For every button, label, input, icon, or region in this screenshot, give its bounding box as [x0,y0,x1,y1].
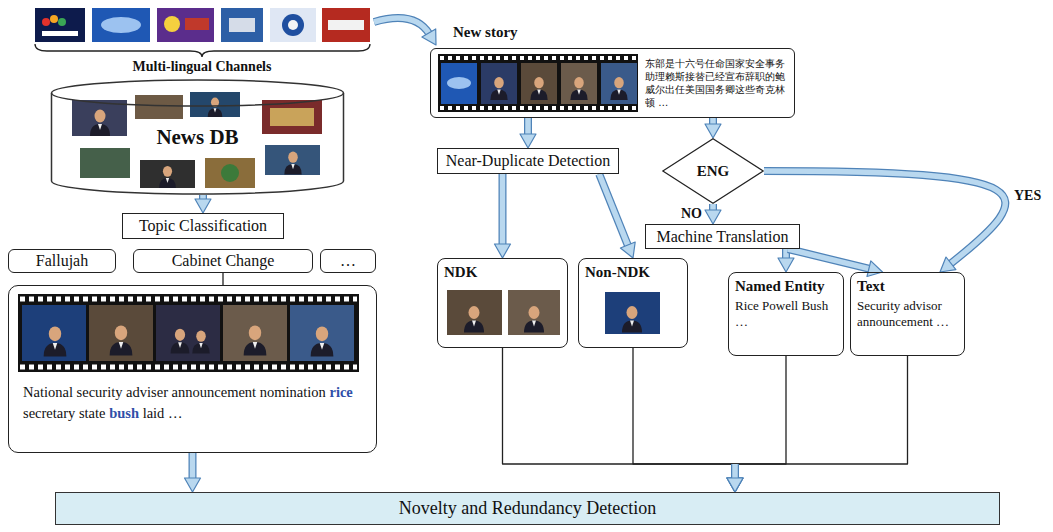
result-box: TextSecurity advisor announcement … [850,272,965,356]
arrow-shaft [189,453,197,480]
arrow-shaft [525,118,531,136]
film-strip [18,294,359,372]
arrow-shaft [499,174,507,246]
connector [705,118,721,138]
arrow-shaft [599,174,628,247]
connector [727,356,908,492]
box-label: Rice Powell Bush [735,298,837,314]
box-label: Machine Translation [657,228,789,246]
process-box: Machine Translation [645,224,800,249]
arrow-head [727,478,743,492]
topic-box: Cabinet Change [133,249,313,273]
arrow-shaft [500,174,506,246]
connector-line [633,348,735,464]
arrow-head [195,199,211,213]
connector-line [735,356,786,464]
process-box: Near-Duplicate Detection [437,148,619,174]
arrow-shaft [788,249,871,269]
connector [599,174,635,258]
arrow-head [705,210,721,224]
connector-line [503,348,736,464]
connector-line [222,273,223,285]
box-label: Near-Duplicate Detection [446,152,610,170]
news-story-panel: New story东部是十六号任命国家安全事务助理赖斯接替已经宣布辞职的鲍威尔出… [430,48,795,118]
arrow-head [867,261,883,277]
keyframe-thumbnails [447,290,660,335]
connector [195,195,211,213]
highlight-word: rice [329,384,352,400]
box-heading: Non-NDK [585,263,681,282]
topic-box: … [320,249,376,273]
connector [705,204,721,224]
connector-line [735,356,908,464]
arrow-shaft [524,118,532,136]
film-strip [438,54,638,112]
arrow-head [620,242,635,258]
box-label: ENG [697,163,730,180]
decision-diamond: ENG [662,138,764,204]
connector [520,118,536,148]
edge-label: YES [1012,188,1043,204]
result-box: NDK [437,258,568,348]
result-box: Named EntityRice Powell Bush… [728,272,844,356]
arrow-head [778,258,794,272]
arrow-head [940,257,956,272]
edge-label: NO [679,206,704,222]
connector [223,273,224,285]
box-label: Security advisor announcement … [857,298,958,331]
box-label: Novelty and Redundancy Detection [399,498,656,519]
box-label: News DB [156,125,238,150]
box-label: Fallujah [36,252,88,270]
box-heading: Text [857,277,958,296]
arrow-shaft [599,174,628,247]
highlight-word: bush [109,405,139,421]
box-heading: NDK [444,263,561,282]
connector [185,453,201,492]
source-arrow [374,18,436,45]
arrow-head [705,124,721,138]
box-label: … [735,314,837,330]
arrow-shaft [190,453,196,480]
database-cylinder: News DB [50,79,345,195]
arrow-head [185,478,201,492]
arrow-head [727,478,743,492]
process-box: Topic Classification [122,213,284,239]
box-label: National security adviser announcement n… [23,382,362,424]
box-label: … [340,252,356,270]
arrow-shaft [788,249,871,269]
arrow-head [727,478,743,492]
story-panel: National security adviser announcement n… [8,285,377,453]
box-label: Cabinet Change [172,252,275,270]
box-heading: New story [453,24,518,41]
connector [633,348,743,492]
arrow-head [495,244,511,258]
arrow-head [520,134,536,148]
connector [764,171,1005,272]
connector [503,348,744,492]
topic-box: Fallujah [8,249,116,273]
box-label: 东部是十六号任命国家安全事务助理赖斯接替已经宣布辞职的鲍威尔出任美国国务卿这些奇… [645,57,786,109]
caption-label: Multi-lingual Channels [131,59,274,75]
brace [35,44,370,57]
box-heading: Named Entity [735,277,837,296]
box-label: Topic Classification [139,217,267,235]
connector [495,174,511,258]
output-band: Novelty and Redundancy Detection [55,492,1000,525]
channel-logos [35,8,370,42]
connector [727,356,786,492]
result-box: Non-NDK [578,258,688,348]
arrow-head [727,478,743,492]
